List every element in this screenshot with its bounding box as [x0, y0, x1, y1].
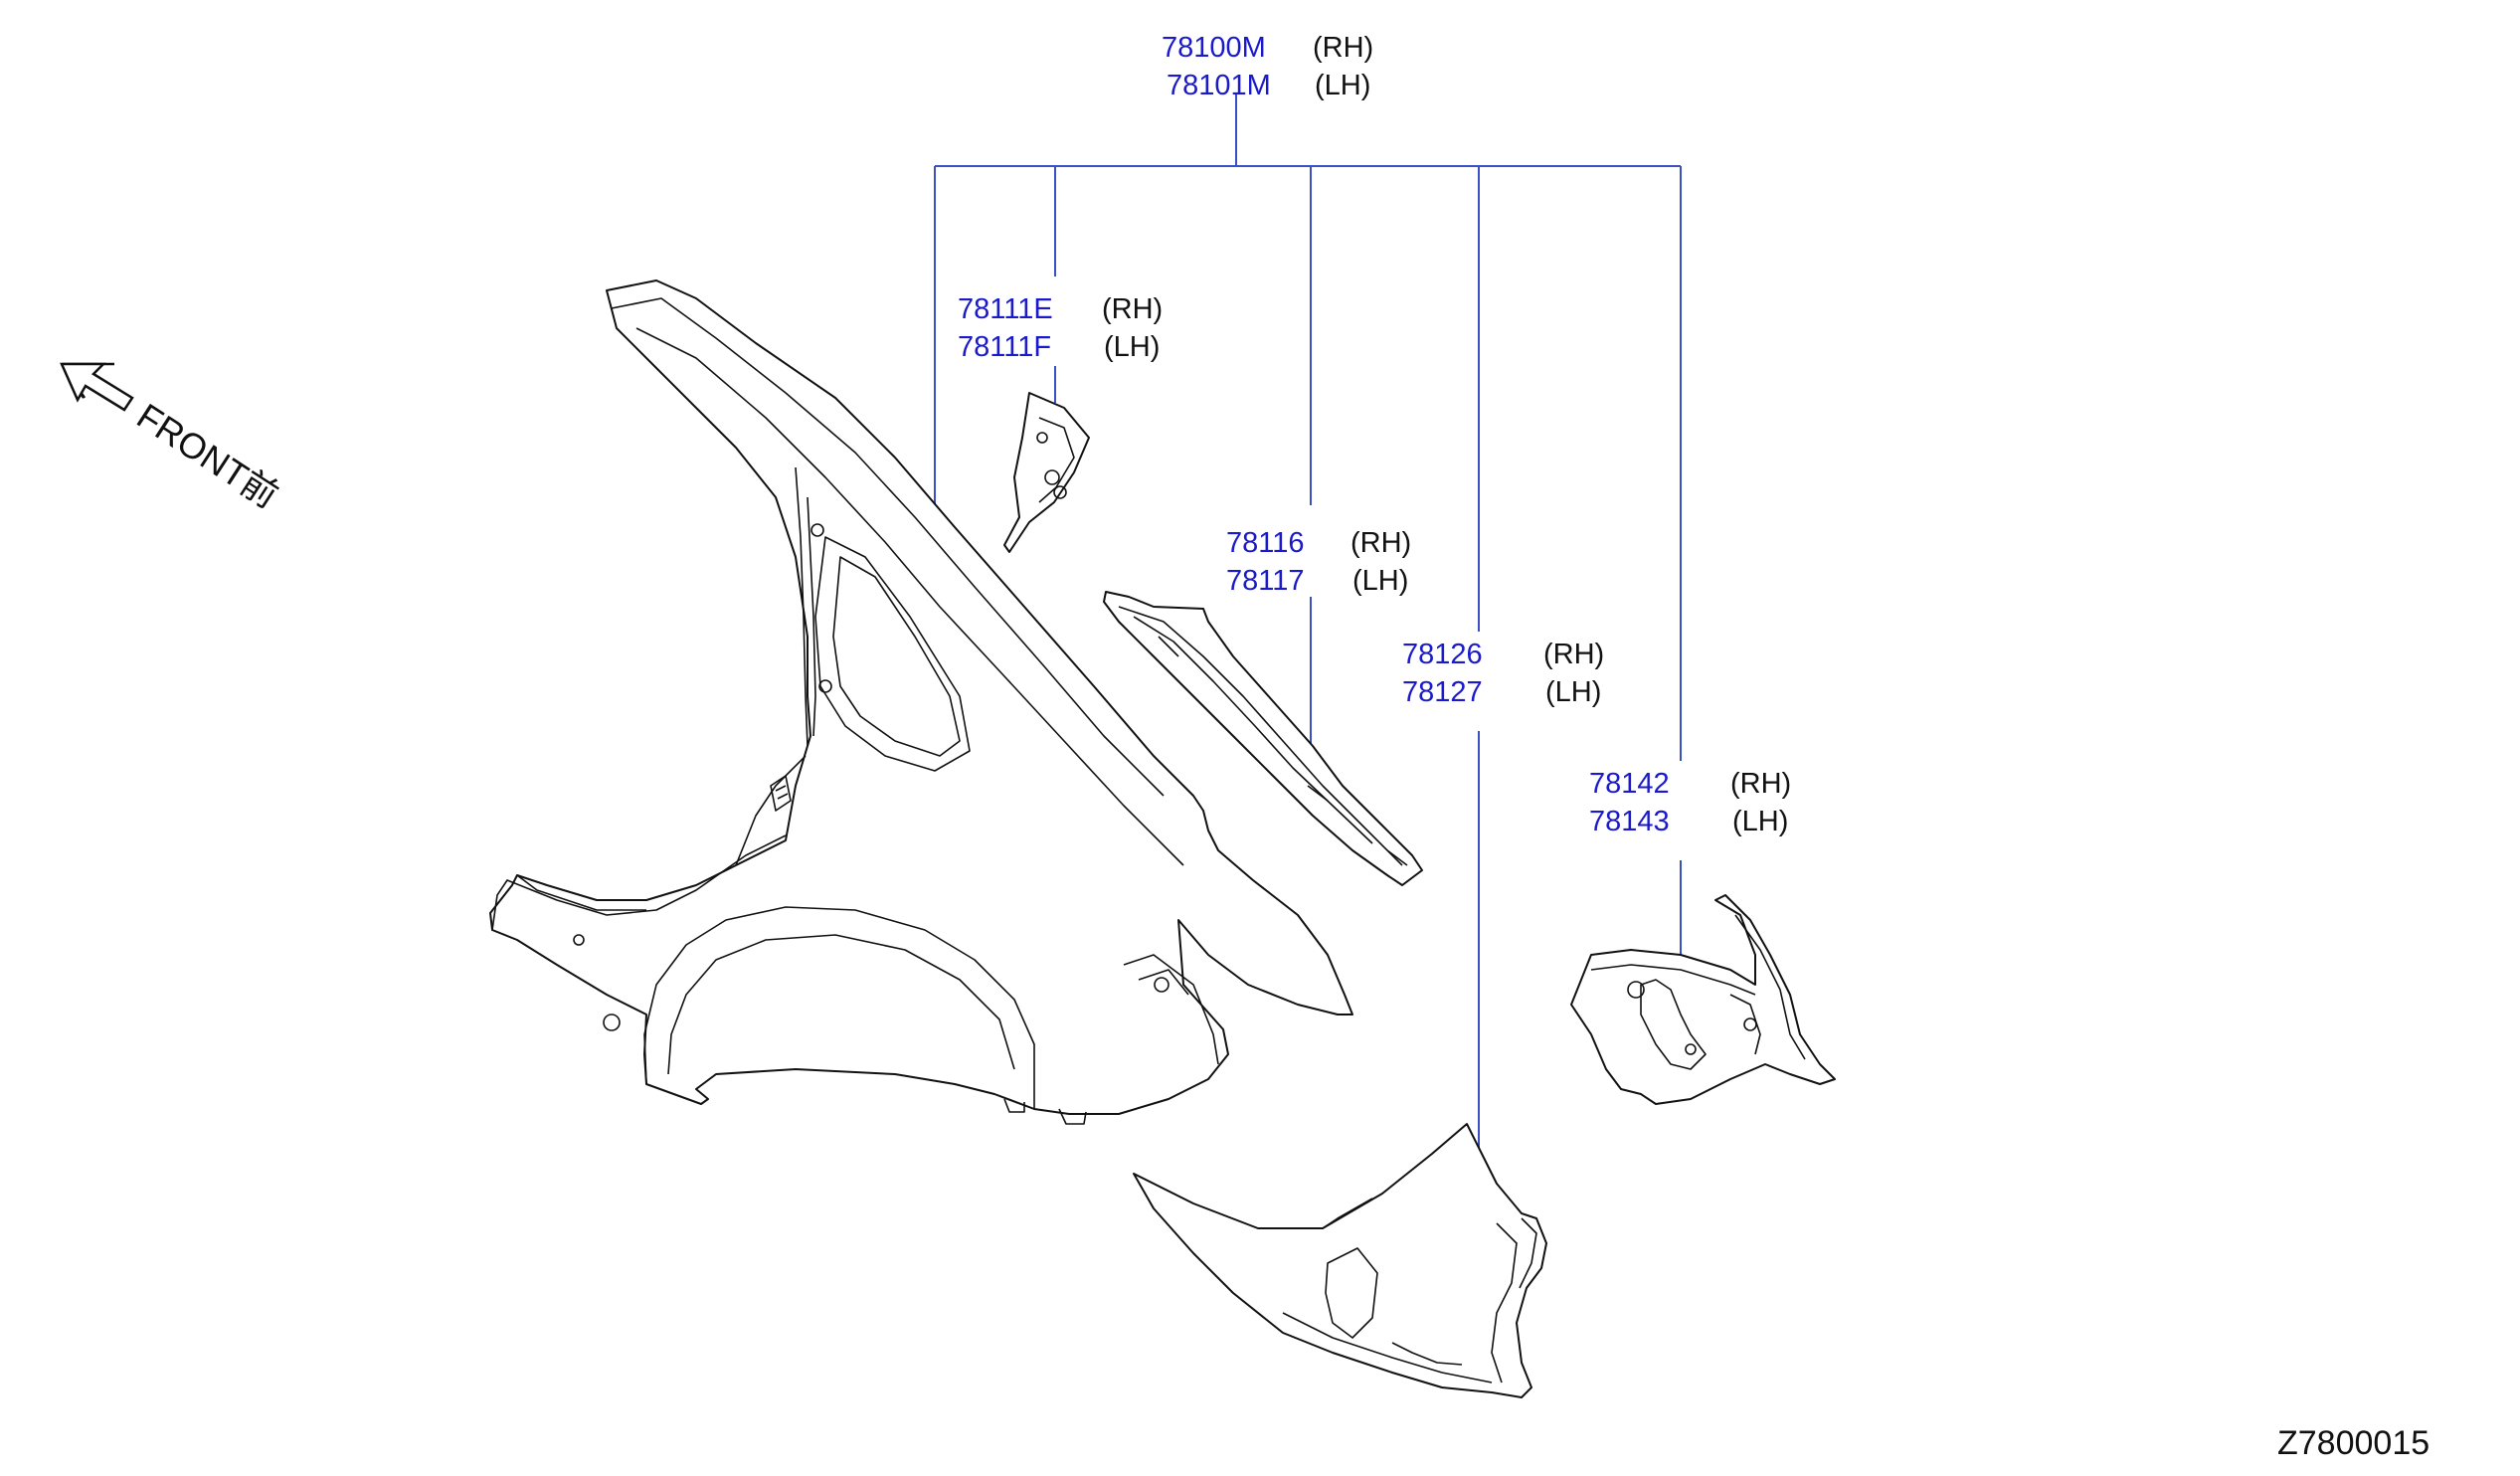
side-label: (LH)	[1732, 806, 1788, 837]
quarter-panel-outer	[489, 279, 1353, 1125]
side-label: (LH)	[1545, 676, 1601, 708]
part-number: 78142	[1589, 768, 1670, 800]
part-number: 78127	[1402, 676, 1483, 708]
leader-lines	[934, 94, 1682, 1174]
part-number: 78100M	[1162, 32, 1266, 64]
callout-rear-part: 78142 (RH) 78143 (LH)	[1589, 768, 1791, 837]
side-label: (RH)	[1102, 293, 1163, 325]
side-label: (LH)	[1352, 565, 1408, 597]
callout-assembly: 78100M (RH) 78101M (LH)	[1162, 32, 1373, 101]
front-label: FRONT前	[130, 395, 286, 516]
extension-part	[1103, 591, 1423, 886]
arrow-front-icon	[60, 362, 134, 412]
side-label: (RH)	[1543, 639, 1604, 670]
callout-lower-panel: 78126 (RH) 78127 (LH)	[1402, 639, 1604, 708]
lower-rear-panel	[1133, 1123, 1547, 1398]
front-indicator: FRONT前	[60, 362, 286, 516]
side-label: (RH)	[1730, 768, 1791, 800]
part-number: 78111E	[958, 293, 1053, 325]
part-number: 78101M	[1167, 70, 1271, 101]
side-label: (LH)	[1104, 331, 1160, 363]
rear-inner-part	[1570, 894, 1836, 1105]
part-number: 78126	[1402, 639, 1483, 670]
diagram-code: Z7800015	[2277, 1424, 2430, 1462]
callout-bracket: 78111E (RH) 78111F (LH)	[958, 293, 1163, 363]
bracket-part	[1003, 392, 1090, 553]
callout-extension: 78116 (RH) 78117 (LH)	[1226, 527, 1411, 597]
side-label: (RH)	[1350, 527, 1411, 559]
part-number: 78111F	[958, 331, 1051, 363]
side-label: (RH)	[1313, 32, 1373, 64]
part-number: 78117	[1226, 565, 1305, 597]
part-number: 78116	[1226, 527, 1305, 559]
part-number: 78143	[1589, 806, 1670, 837]
side-label: (LH)	[1315, 70, 1370, 101]
